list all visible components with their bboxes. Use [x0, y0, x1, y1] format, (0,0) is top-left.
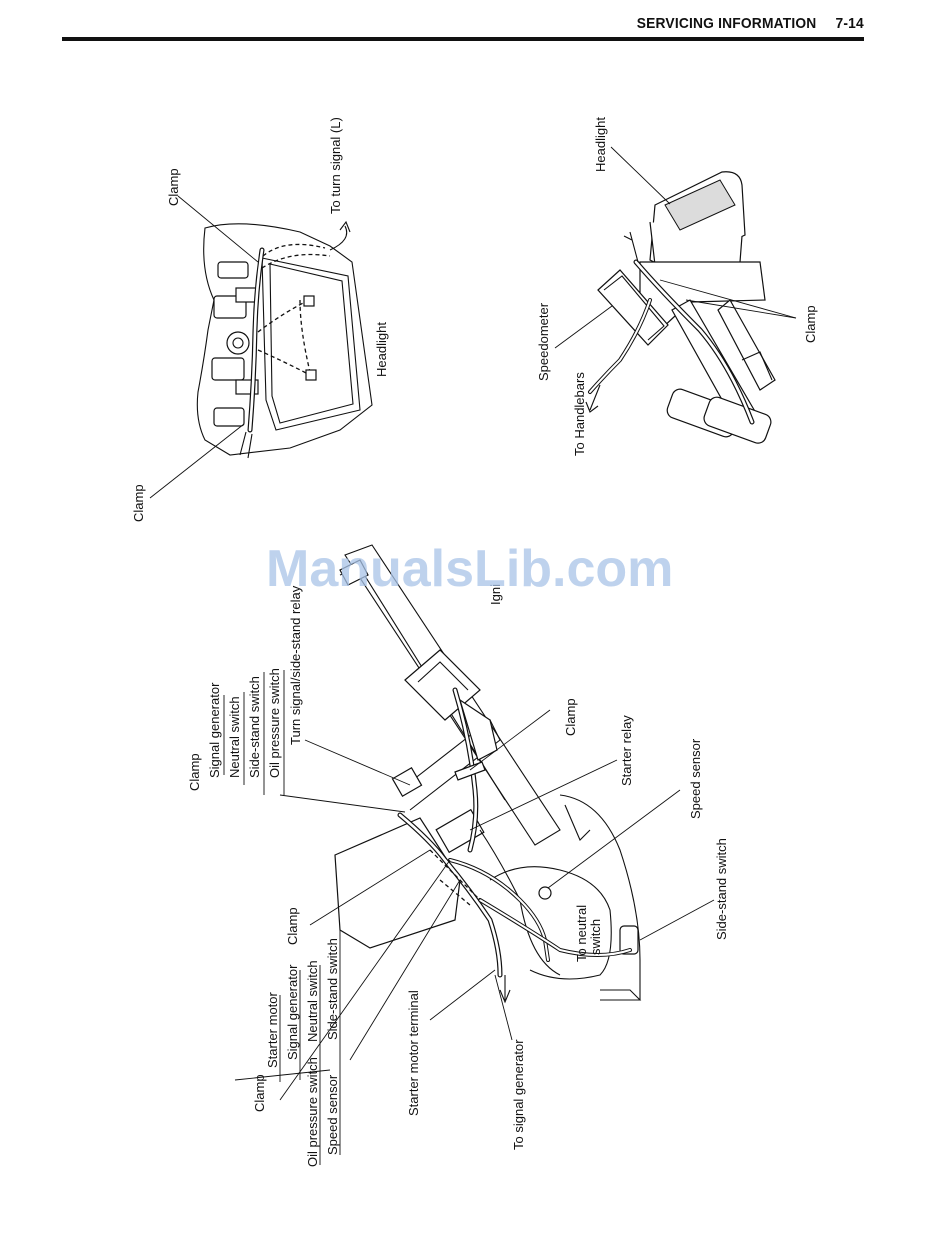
label-to-neutral-2: switch [588, 919, 603, 955]
label-starter-motor-terminal: Starter motor terminal [406, 990, 421, 1116]
label-starter-relay: Starter relay [619, 715, 634, 786]
labels: Clamp To turn signal (L) Headlight Clamp… [131, 117, 818, 1167]
label-group2-item-1: Signal generator [285, 964, 300, 1060]
label-clamp-lower: Clamp [285, 907, 300, 945]
label-clamp-group1: Clamp [187, 753, 202, 791]
label-side-stand-switch: Side-stand switch [714, 838, 729, 940]
label-to-neutral-1: To neutral [574, 905, 589, 962]
label-speedometer: Speedometer [536, 302, 551, 381]
label-headlight-side: Headlight [593, 117, 608, 172]
label-clamp-bottom: Clamp [131, 484, 146, 522]
label-clamp-top: Clamp [166, 168, 181, 206]
headlight-side-view [554, 146, 797, 444]
label-to-signal-generator: To signal generator [511, 1039, 526, 1150]
section-title: SERVICING INFORMATION 7-14 [637, 15, 864, 32]
label-group1-item-1: Signal generator [207, 682, 222, 778]
label-ignitor: Igni [488, 584, 503, 605]
label-group2-item-2: Neutral switch [305, 960, 320, 1042]
label-group2-header: Starter motor [265, 991, 280, 1068]
header-rule [62, 37, 864, 41]
watermark: ManualsLib.com [266, 540, 673, 598]
frame-harness-view [223, 544, 715, 1165]
headlight-front-view [149, 195, 373, 499]
label-turn-signal-relay: Turn signal/side-stand relay [288, 585, 303, 745]
label-speed-sensor: Speed sensor [688, 738, 703, 819]
label-group3-item-2: Speed sensor [325, 1074, 340, 1155]
label-to-handlebars: To Handlebars [572, 372, 587, 456]
section-title-text: SERVICING INFORMATION [636, 15, 817, 32]
label-group1-item-3: Side-stand switch [247, 676, 262, 778]
label-to-turn-signal: To turn signal (L) [328, 117, 343, 214]
label-clamp-side: Clamp [803, 305, 818, 343]
page-number: 7-14 [835, 15, 864, 32]
label-group2-item-3: Side-stand switch [325, 938, 340, 1040]
label-group1-item-2: Neutral switch [227, 696, 242, 778]
label-headlight-front: Headlight [374, 322, 389, 377]
label-group1-item-4: Oil pressure switch [267, 668, 282, 778]
label-clamp-mid: Clamp [563, 698, 578, 736]
label-group3-item-1: Oil pressure switch [305, 1057, 320, 1167]
label-clamp-group3: Clamp [252, 1074, 267, 1112]
